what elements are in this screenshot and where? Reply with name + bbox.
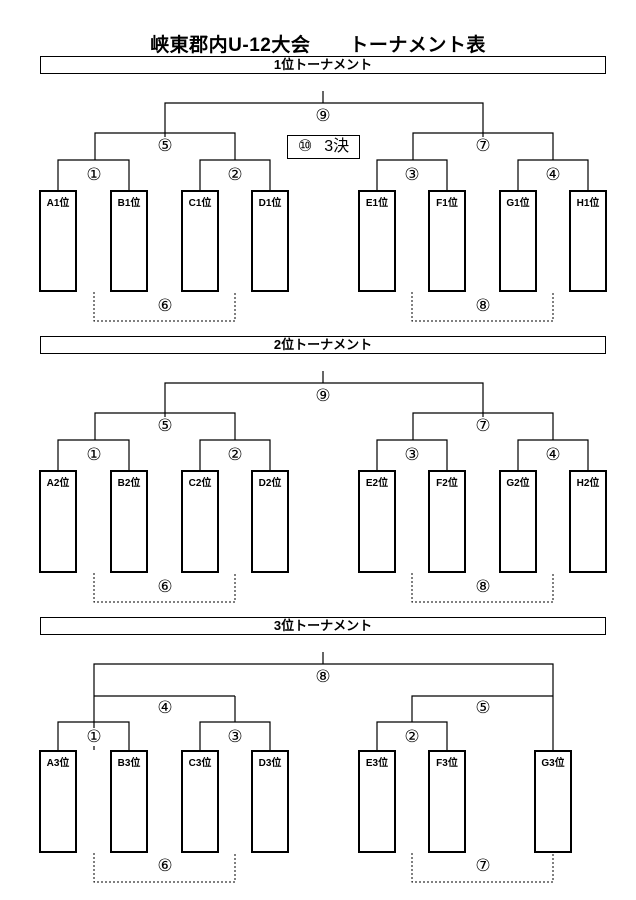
match-number: ⑥ — [150, 578, 180, 596]
team-slot: G1位 — [499, 190, 537, 292]
team-slot: C3位 — [181, 750, 219, 853]
match-number: ⑤ — [150, 137, 180, 155]
match-number: ⑧ — [468, 578, 498, 596]
tournament-header: 3位トーナメント — [40, 617, 606, 635]
team-slot: F1位 — [428, 190, 466, 292]
team-slot: H2位 — [569, 470, 607, 573]
team-slot: D2位 — [251, 470, 289, 573]
third-place-match: ⑩ 3決 — [287, 135, 360, 159]
match-number: ③ — [397, 166, 427, 184]
team-slot: E2位 — [358, 470, 396, 573]
match-number: ① — [79, 446, 109, 464]
match-number: ⑤ — [468, 699, 498, 717]
match-number: ⑧ — [468, 297, 498, 315]
team-slot: F3位 — [428, 750, 466, 853]
team-slot: B2位 — [110, 470, 148, 573]
team-slot: E1位 — [358, 190, 396, 292]
team-slot: G2位 — [499, 470, 537, 573]
match-number: ④ — [150, 699, 180, 717]
tournament-header: 1位トーナメント — [40, 56, 606, 74]
third-place-label: 3決 — [324, 138, 350, 155]
team-slot: A1位 — [39, 190, 77, 292]
match-number: ⑨ — [308, 387, 338, 405]
tournament-header: 2位トーナメント — [40, 336, 606, 354]
team-slot: H1位 — [569, 190, 607, 292]
match-number: ⑤ — [150, 417, 180, 435]
match-number: ③ — [220, 728, 250, 746]
team-slot: D1位 — [251, 190, 289, 292]
match-number: ④ — [538, 446, 568, 464]
match-number: ② — [397, 728, 427, 746]
match-number: ⑧ — [308, 668, 338, 686]
team-slot: G3位 — [534, 750, 572, 853]
team-slot: A2位 — [39, 470, 77, 573]
match-number: ① — [79, 728, 109, 746]
team-slot: D3位 — [251, 750, 289, 853]
match-number: ⑩ — [297, 138, 313, 155]
match-number: ⑨ — [308, 107, 338, 125]
team-slot: C1位 — [181, 190, 219, 292]
match-number: ⑦ — [468, 137, 498, 155]
team-slot: B3位 — [110, 750, 148, 853]
match-number: ② — [220, 446, 250, 464]
team-slot: A3位 — [39, 750, 77, 853]
match-number: ⑦ — [468, 417, 498, 435]
page-title: 峡東郡内U-12大会 トーナメント表 — [150, 35, 486, 56]
match-number: ④ — [538, 166, 568, 184]
team-slot: E3位 — [358, 750, 396, 853]
team-slot: C2位 — [181, 470, 219, 573]
match-number: ⑦ — [468, 857, 498, 875]
match-number: ② — [220, 166, 250, 184]
match-number: ③ — [397, 446, 427, 464]
match-number: ① — [79, 166, 109, 184]
match-number: ⑥ — [150, 297, 180, 315]
team-slot: F2位 — [428, 470, 466, 573]
match-number: ⑥ — [150, 857, 180, 875]
team-slot: B1位 — [110, 190, 148, 292]
